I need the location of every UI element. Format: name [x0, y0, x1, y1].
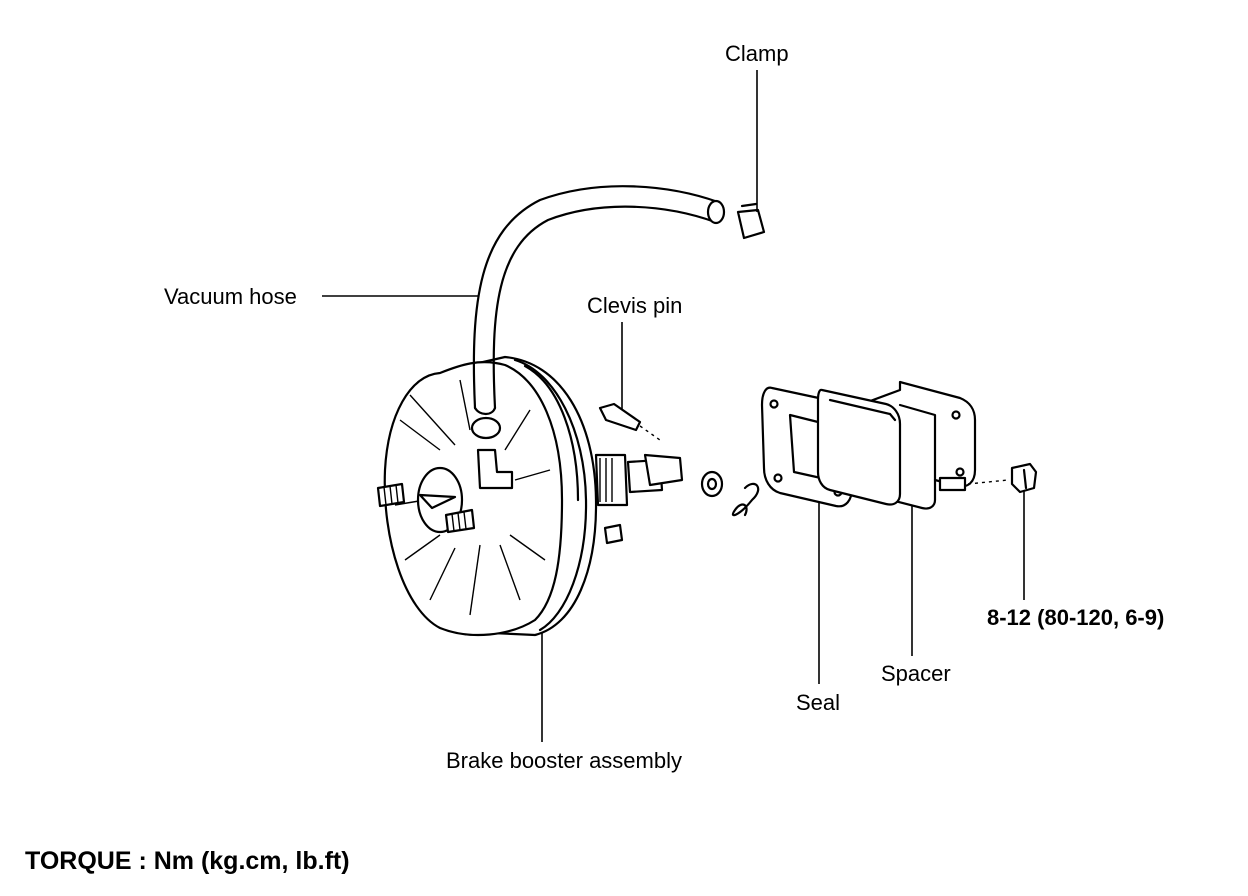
washer-drawing [700, 470, 760, 517]
spacer-label: Spacer [881, 661, 951, 686]
clevis-pin-label: Clevis pin [587, 293, 683, 318]
spacer-drawing [816, 380, 1009, 510]
torque-value-label: 8-12 (80-120, 6-9) [987, 605, 1165, 630]
seal-label: Seal [796, 690, 841, 715]
brake-booster-label: Brake booster assembly [446, 748, 682, 773]
vacuum-hose-drawing [472, 185, 726, 416]
leader-lines [322, 70, 1025, 742]
vacuum-hose-label: Vacuum hose [164, 284, 297, 309]
clevis-pin-drawing [598, 402, 661, 441]
brake-booster-drawing [376, 355, 684, 637]
nut-drawing [1010, 462, 1038, 494]
clamp-label: Clamp [725, 41, 789, 66]
torque-units-footer: TORQUE : Nm (kg.cm, lb.ft) [25, 847, 350, 875]
clamp-drawing [736, 202, 766, 240]
